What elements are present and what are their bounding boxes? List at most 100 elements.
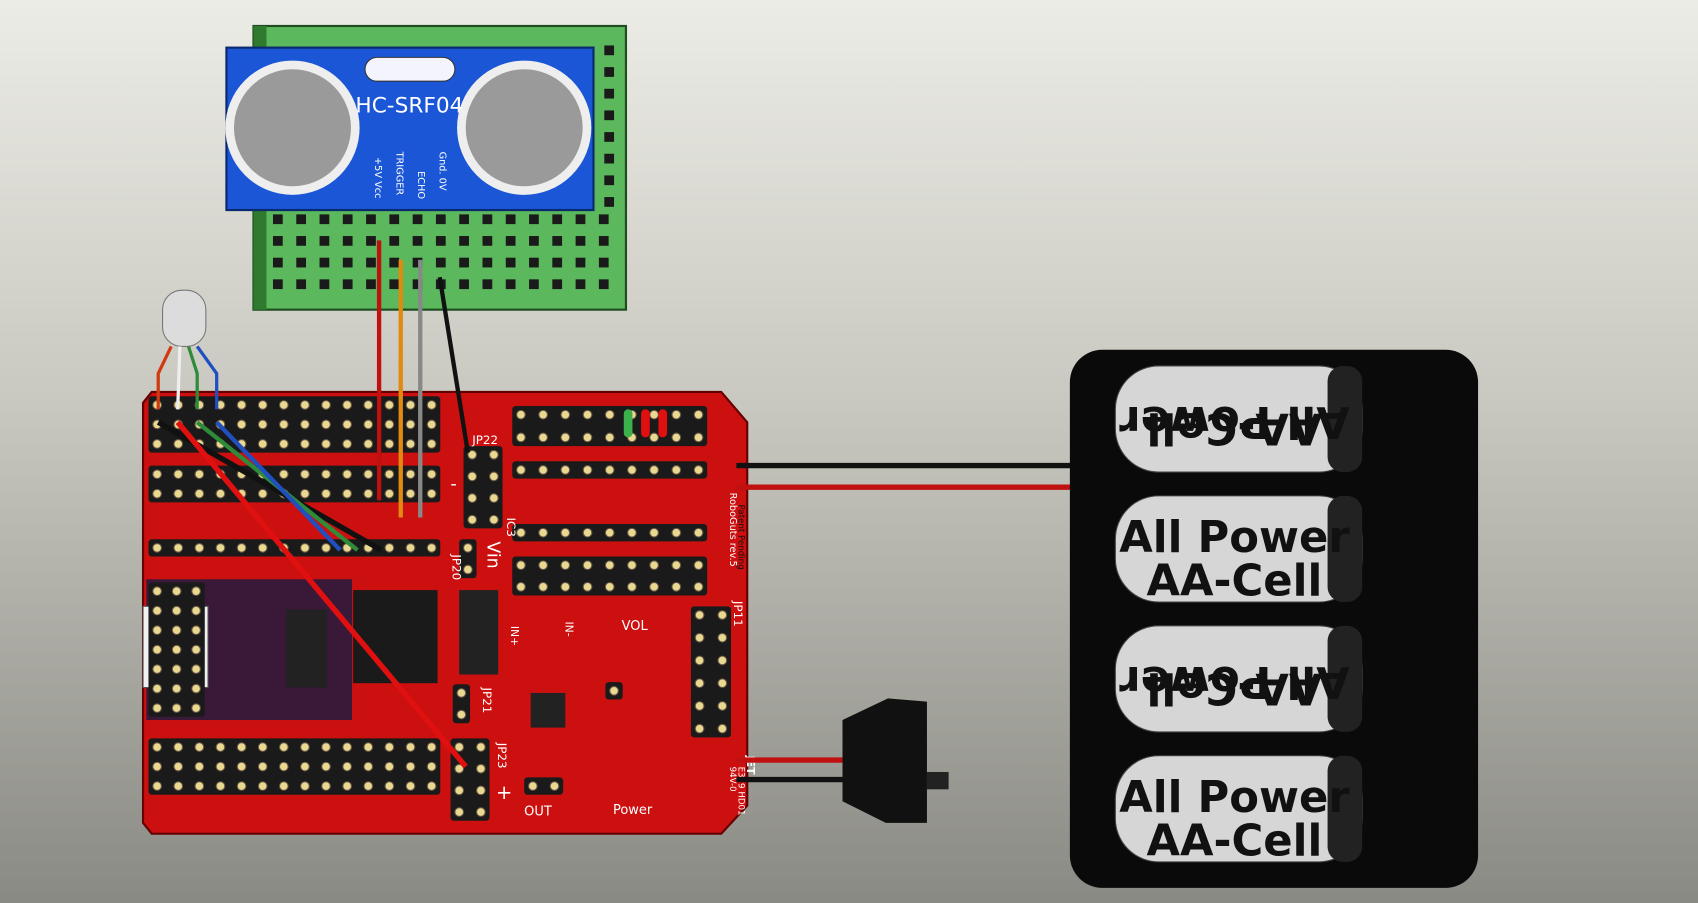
pin	[152, 488, 163, 499]
pin	[405, 781, 416, 791]
cell-type: AA-Cell	[1147, 557, 1323, 607]
cell-type: AA-Cell	[1147, 662, 1323, 712]
pin	[236, 742, 247, 752]
breadboard-hole	[575, 236, 586, 246]
breadboard-hole	[459, 214, 469, 225]
pin	[426, 400, 437, 410]
breadboard-hole	[598, 214, 609, 225]
pin	[342, 439, 353, 449]
pin	[171, 703, 182, 713]
pin	[527, 781, 538, 791]
breadboard-hole	[529, 214, 539, 225]
label-jp20: JP20	[450, 553, 464, 580]
cell-brand: All Power	[1119, 513, 1350, 563]
pin	[152, 469, 163, 480]
breadboard-hole	[604, 110, 615, 121]
pin	[467, 471, 478, 482]
breadboard-hole	[459, 279, 469, 290]
pin	[363, 469, 374, 480]
power-switch	[842, 698, 949, 823]
pcb-board: JP22 JP20 Vin IC3 JP21 JP23 JP11 VOL IN+…	[141, 390, 757, 835]
pin	[321, 742, 331, 752]
pin	[693, 527, 704, 538]
pin	[488, 514, 499, 525]
pin	[454, 807, 465, 817]
pin	[173, 488, 184, 499]
sensor-title: HC-SRF04	[355, 94, 463, 119]
breadboard-hole	[552, 214, 563, 225]
pin	[257, 761, 268, 772]
pin	[538, 560, 548, 571]
pin	[363, 419, 374, 430]
pin	[671, 560, 682, 571]
pin	[215, 742, 226, 752]
pin	[152, 781, 163, 791]
cell-brand: All Power	[1119, 396, 1350, 446]
breadboard-hole	[505, 236, 516, 246]
pin	[191, 644, 201, 655]
label-ic3: IC3	[504, 518, 518, 537]
pin	[649, 432, 659, 443]
breadboard-hole	[272, 257, 283, 268]
pin	[191, 703, 201, 713]
pin	[191, 586, 201, 597]
pin	[236, 419, 247, 430]
pin	[516, 465, 526, 475]
breadboard-hole	[575, 214, 586, 225]
pin	[171, 664, 182, 675]
pin	[278, 469, 289, 480]
wires	[156, 240, 1094, 783]
label-out: OUT	[524, 804, 552, 819]
breadboard-hole	[529, 279, 539, 290]
breadboard-hole	[482, 214, 493, 225]
pin	[694, 723, 705, 734]
pin	[516, 409, 526, 420]
breadboard-hole	[319, 279, 330, 290]
pin	[516, 581, 526, 592]
breadboard-hole	[412, 279, 423, 290]
pin	[194, 488, 205, 499]
pin	[671, 581, 682, 592]
pin	[257, 488, 268, 499]
pin	[152, 625, 163, 636]
pin	[538, 465, 548, 475]
breadboard-hole	[296, 236, 307, 246]
pin-header	[148, 539, 441, 557]
pin	[215, 542, 226, 553]
pin	[671, 432, 682, 443]
pin	[171, 605, 182, 616]
breadboard-hole	[366, 214, 376, 225]
pin-label-gnd: Gnd. 0V	[437, 152, 448, 191]
pin	[300, 439, 310, 449]
pin	[194, 761, 205, 772]
pin	[300, 742, 310, 752]
pin	[627, 527, 637, 538]
pin	[694, 678, 705, 689]
pin	[467, 514, 478, 525]
pin	[456, 688, 467, 698]
pin	[516, 432, 526, 443]
pin	[342, 469, 353, 480]
pin	[717, 701, 728, 711]
pin	[475, 742, 486, 752]
pin	[582, 581, 593, 592]
pin	[173, 542, 184, 553]
breadboard-hole	[604, 45, 615, 56]
label-in-minus: IN-	[562, 621, 575, 636]
pin	[363, 439, 374, 449]
pin	[321, 439, 331, 449]
pin	[152, 605, 163, 616]
pin	[215, 781, 226, 791]
pin	[384, 761, 395, 772]
pin-label-echo: ECHO	[415, 171, 426, 199]
breadboard-hole	[389, 279, 400, 290]
pin	[363, 488, 374, 499]
breadboard-hole	[604, 88, 615, 99]
breadboard-hole	[505, 214, 516, 225]
pin	[384, 400, 395, 410]
breadboard-hole	[389, 214, 400, 225]
pin	[538, 432, 548, 443]
pin	[173, 742, 184, 752]
pin	[560, 432, 571, 443]
